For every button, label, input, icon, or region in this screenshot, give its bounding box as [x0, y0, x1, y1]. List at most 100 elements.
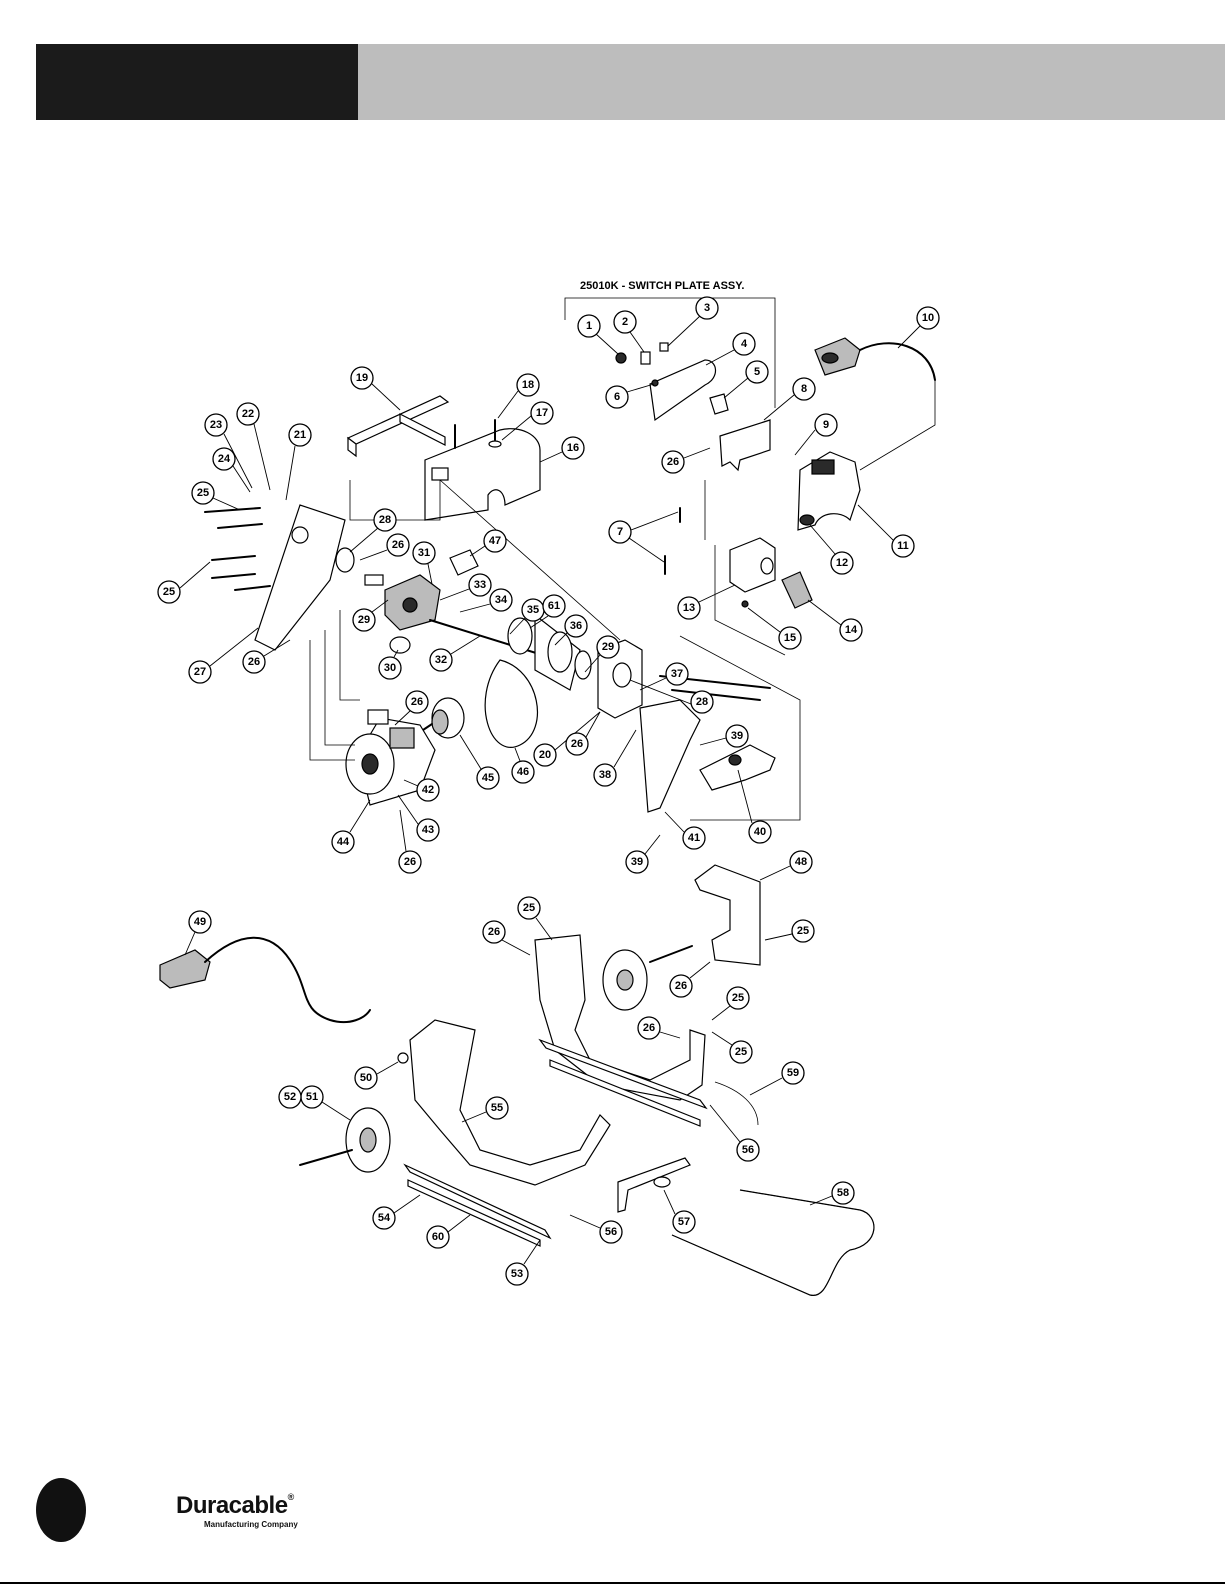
callout-1: 1: [578, 315, 618, 354]
svg-text:26: 26: [667, 456, 679, 468]
callout-32: 32: [430, 636, 480, 671]
callout-25: 25: [192, 482, 240, 510]
callout-52: 52: [279, 1086, 301, 1108]
part-46-belt: [485, 660, 537, 747]
callout-22: 22: [237, 403, 270, 490]
svg-text:4: 4: [741, 338, 748, 350]
svg-text:25: 25: [797, 925, 809, 937]
callout-8: 8: [764, 378, 815, 420]
callout-6: 6: [606, 384, 654, 408]
callout-13: 13: [678, 585, 735, 619]
callout-43: 43: [398, 795, 439, 841]
part-49-control: [160, 938, 370, 1022]
svg-text:7: 7: [617, 526, 623, 538]
callout-30: 30: [379, 650, 401, 679]
svg-text:8: 8: [801, 383, 807, 395]
svg-text:26: 26: [392, 539, 404, 551]
part-57-bracket: [618, 1158, 690, 1212]
part-58-handle: [672, 1190, 874, 1295]
svg-text:37: 37: [671, 668, 683, 680]
svg-text:53: 53: [511, 1268, 523, 1280]
callout-11: 11: [858, 505, 914, 557]
svg-text:36: 36: [570, 620, 582, 632]
svg-text:56: 56: [742, 1144, 754, 1156]
svg-text:6: 6: [614, 391, 620, 403]
callout-10: 10: [898, 307, 939, 348]
svg-text:23: 23: [210, 419, 222, 431]
svg-text:25: 25: [197, 487, 209, 499]
svg-text:12: 12: [836, 557, 848, 569]
svg-text:27: 27: [194, 666, 206, 678]
callout-47: 47: [470, 530, 506, 556]
svg-text:42: 42: [422, 784, 434, 796]
svg-text:46: 46: [517, 766, 529, 778]
callout-26b: 26: [662, 448, 710, 473]
callout-53: 53: [506, 1240, 540, 1285]
svg-text:41: 41: [688, 832, 700, 844]
svg-text:29: 29: [358, 614, 370, 626]
brand-subtitle: Manufacturing Company: [204, 1520, 298, 1529]
brand-name: Duracable®: [176, 1492, 294, 1520]
callout-25e: 25: [712, 987, 749, 1020]
callout-57: 57: [664, 1190, 695, 1233]
callout-15: 15: [748, 608, 801, 649]
part-27-frame: [205, 505, 345, 650]
svg-text:31: 31: [418, 547, 430, 559]
assembly-title: 25010K - SWITCH PLATE ASSY.: [580, 280, 744, 292]
svg-text:11: 11: [897, 540, 909, 552]
svg-text:28: 28: [379, 514, 391, 526]
callout-5: 5: [724, 361, 768, 398]
svg-text:16: 16: [567, 442, 579, 454]
duracable-logo: Duracable® Manufacturing Company: [176, 1492, 336, 1538]
callout-58: 58: [810, 1182, 854, 1205]
svg-text:58: 58: [837, 1187, 849, 1199]
svg-text:26: 26: [404, 856, 416, 868]
callout-25f: 25: [712, 1032, 752, 1063]
part-10-11-12: [798, 338, 935, 530]
svg-text:3: 3: [704, 302, 710, 314]
callout-45: 45: [460, 735, 499, 789]
svg-text:5: 5: [754, 366, 760, 378]
callout-3: 3: [668, 297, 718, 346]
svg-text:15: 15: [784, 632, 796, 644]
svg-text:45: 45: [482, 772, 494, 784]
callout-16: 16: [540, 437, 584, 462]
callout-50: 50: [355, 1062, 398, 1089]
svg-text:30: 30: [384, 662, 396, 674]
callout-54: 54: [373, 1195, 420, 1229]
svg-text:61: 61: [548, 600, 560, 612]
svg-text:21: 21: [294, 429, 306, 441]
callout-41: 41: [665, 812, 705, 849]
svg-text:25: 25: [735, 1046, 747, 1058]
part-frame-upper: [535, 935, 706, 1126]
svg-text:38: 38: [599, 769, 611, 781]
svg-text:26: 26: [488, 926, 500, 938]
svg-text:26: 26: [411, 696, 423, 708]
callout-26: 26: [360, 534, 409, 560]
svg-text:25: 25: [732, 992, 744, 1004]
callout-56: 56: [710, 1105, 759, 1161]
svg-text:26: 26: [248, 656, 260, 668]
callout-29: 29: [353, 600, 388, 631]
svg-text:14: 14: [845, 624, 858, 636]
svg-text:57: 57: [678, 1216, 690, 1228]
callout-44: 44: [332, 800, 370, 853]
callout-25b: 25: [158, 562, 210, 603]
callout-26h: 26: [670, 962, 710, 997]
svg-text:1: 1: [586, 320, 592, 332]
svg-text:40: 40: [754, 826, 766, 838]
svg-text:54: 54: [378, 1212, 391, 1224]
switch-plate-parts: [616, 343, 728, 420]
part-13-14: [665, 508, 812, 608]
svg-text:33: 33: [474, 579, 486, 591]
svg-text:35: 35: [527, 604, 539, 616]
svg-text:52: 52: [284, 1091, 296, 1103]
svg-text:18: 18: [522, 379, 534, 391]
svg-text:25: 25: [523, 902, 535, 914]
svg-text:51: 51: [306, 1091, 318, 1103]
callout-26e: 26: [566, 712, 600, 755]
part-48-guard: [695, 865, 760, 965]
svg-text:48: 48: [795, 856, 807, 868]
svg-text:49: 49: [194, 916, 206, 928]
